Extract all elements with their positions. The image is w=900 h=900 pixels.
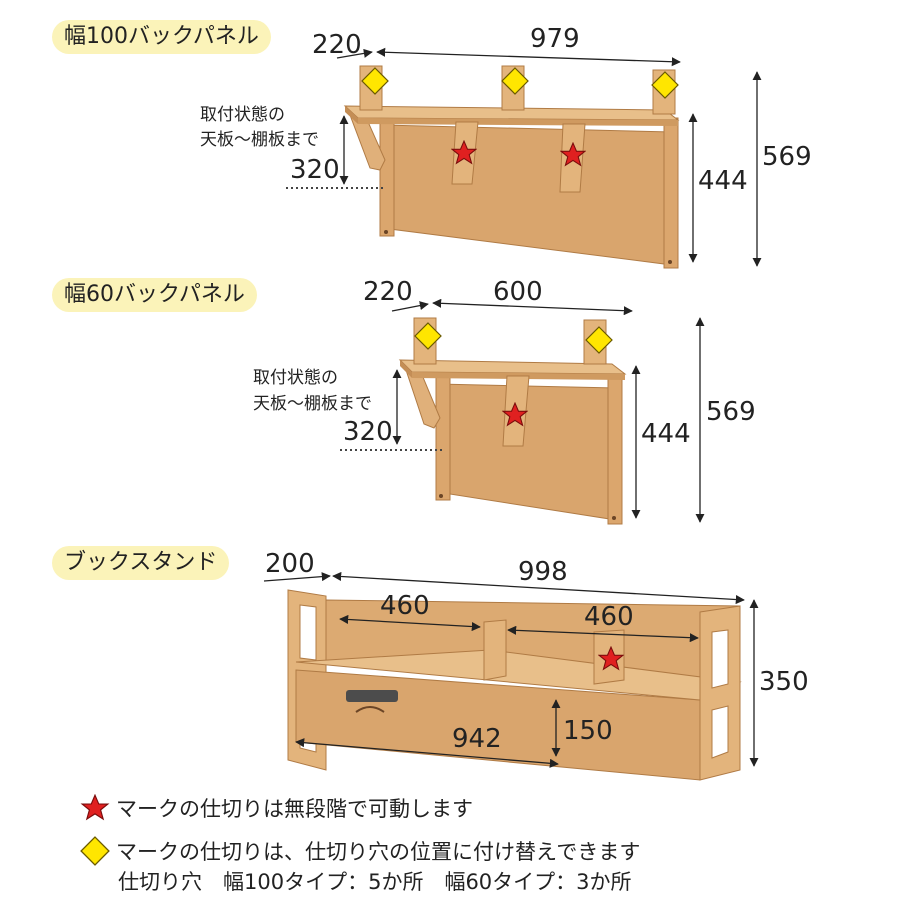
dim-width: 600 — [493, 277, 543, 307]
star-icon — [80, 794, 110, 821]
dim-width: 998 — [518, 557, 568, 587]
section-title-backpanel-100: 幅100バックパネル — [52, 20, 271, 54]
dim-total-height: 569 — [706, 397, 756, 427]
note-line-1: 取付状態の — [253, 368, 338, 388]
note-line-2: 天板～棚板まで — [200, 130, 319, 150]
right-leg — [663, 117, 679, 269]
dim-shelf-height: 150 — [563, 716, 613, 746]
dim-bottom-width: 942 — [452, 724, 502, 754]
dim-inner-left: 460 — [380, 591, 430, 621]
legend-holes-text: 仕切り穴 幅100タイプ：5か所 幅60タイプ：3か所 — [118, 870, 632, 894]
legend-diamond: マークの仕切りは、仕切り穴の位置に付け替えできます — [80, 836, 640, 866]
dim-panel-height: 444 — [698, 166, 748, 196]
dim-side-depth: 220 — [363, 277, 413, 307]
diamond-icon — [80, 836, 110, 866]
section-title-backpanel-60: 幅60バックパネル — [52, 278, 257, 312]
legend-star: マークの仕切りは無段階で可動します — [80, 793, 473, 823]
dim-total-height: 569 — [762, 142, 812, 172]
legend-diamond-text: マークの仕切りは、仕切り穴の位置に付け替えできます — [116, 840, 641, 864]
dim-width: 979 — [530, 24, 580, 54]
note-line-2: 天板～棚板まで — [253, 394, 372, 414]
backpanel-100-illustration — [343, 65, 680, 269]
dim-height: 350 — [759, 667, 809, 697]
legend-star-text: マークの仕切りは無段階で可動します — [116, 797, 473, 821]
left-leg — [379, 117, 395, 237]
dim-shelf-gap: 320 — [290, 155, 340, 185]
section-title-bookstand: ブックスタンド — [52, 546, 230, 580]
dim-side-depth: 200 — [265, 549, 315, 579]
dim-inner-right: 460 — [584, 602, 634, 632]
dim-side-depth: 220 — [312, 30, 362, 60]
dim-panel-height: 444 — [641, 419, 691, 449]
bookstand-illustration — [287, 589, 742, 781]
back-panel — [381, 124, 673, 266]
note-line-1: 取付状態の — [200, 105, 285, 125]
dim-shelf-gap: 320 — [343, 417, 393, 447]
